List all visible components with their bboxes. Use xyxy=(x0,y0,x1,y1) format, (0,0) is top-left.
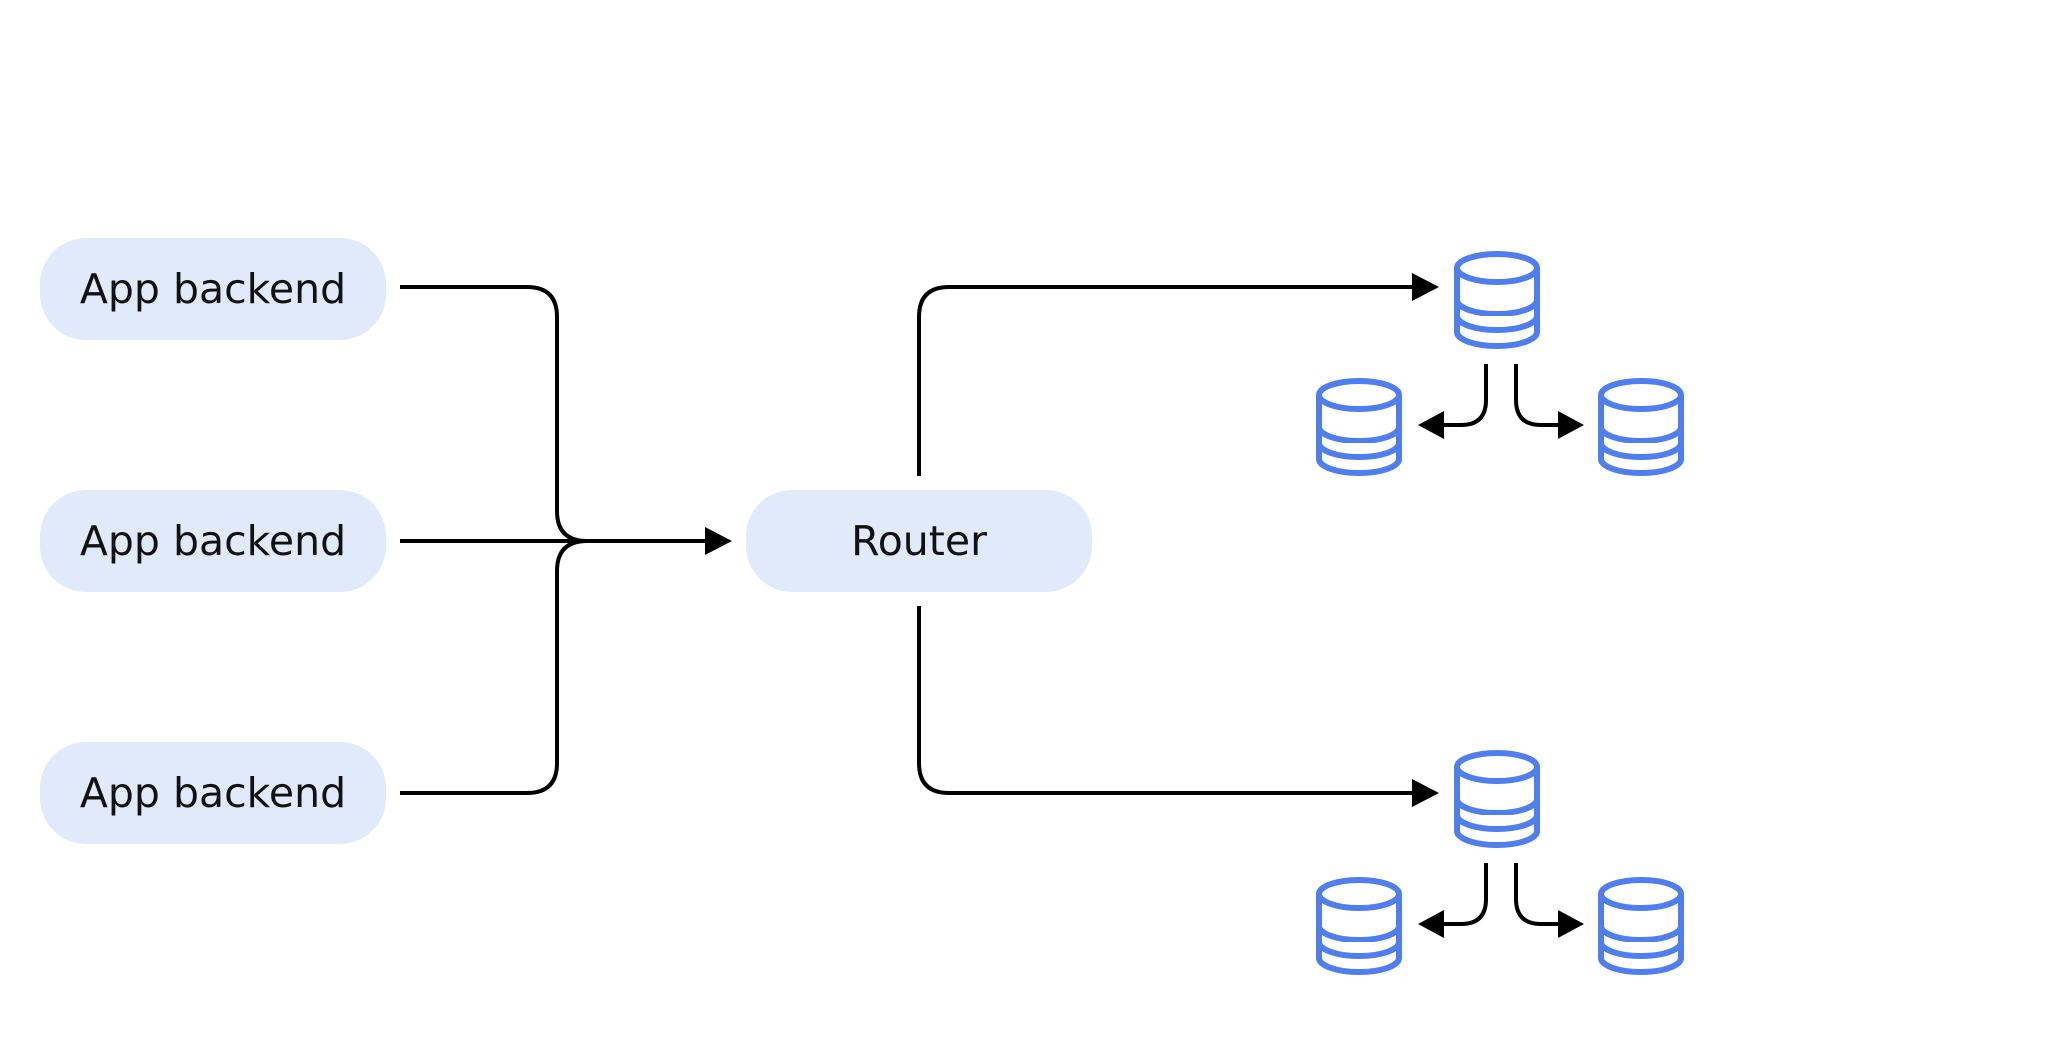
database-icon xyxy=(1319,381,1399,473)
backend-label: App backend xyxy=(80,265,346,313)
database-group-bottom xyxy=(1319,753,1681,972)
backend-node-2: App backend xyxy=(40,490,386,592)
replication-edge-left xyxy=(1440,863,1488,926)
database-group-top xyxy=(1319,254,1681,473)
edge-router-to-db-bottom xyxy=(917,606,1417,795)
database-icon xyxy=(1457,254,1537,346)
backend-label: App backend xyxy=(80,517,346,565)
router-label: Router xyxy=(851,517,987,565)
arrowhead-replica-left xyxy=(1418,910,1444,938)
backend-node-1: App backend xyxy=(40,238,386,340)
edge-backend-1-to-router xyxy=(400,285,588,543)
router-node: Router xyxy=(746,490,1092,592)
replication-edge-right xyxy=(1514,863,1562,926)
arrowhead-to-router xyxy=(705,527,732,555)
arrowhead-replica-right xyxy=(1558,411,1584,439)
database-icon xyxy=(1319,880,1399,972)
edge-router-to-db-top xyxy=(917,285,1417,476)
database-icon xyxy=(1601,880,1681,972)
database-icon xyxy=(1457,753,1537,845)
backend-label: App backend xyxy=(80,769,346,817)
database-icon xyxy=(1601,381,1681,473)
backend-node-3: App backend xyxy=(40,742,386,844)
arrowhead-to-db-top xyxy=(1412,273,1439,301)
arrowhead-replica-left xyxy=(1418,411,1444,439)
arrowhead-replica-right xyxy=(1558,910,1584,938)
replication-edge-left xyxy=(1440,364,1488,427)
edge-backend-3-to-router xyxy=(400,539,588,795)
replication-edge-right xyxy=(1514,364,1562,427)
arrowhead-to-db-bottom xyxy=(1412,779,1439,807)
